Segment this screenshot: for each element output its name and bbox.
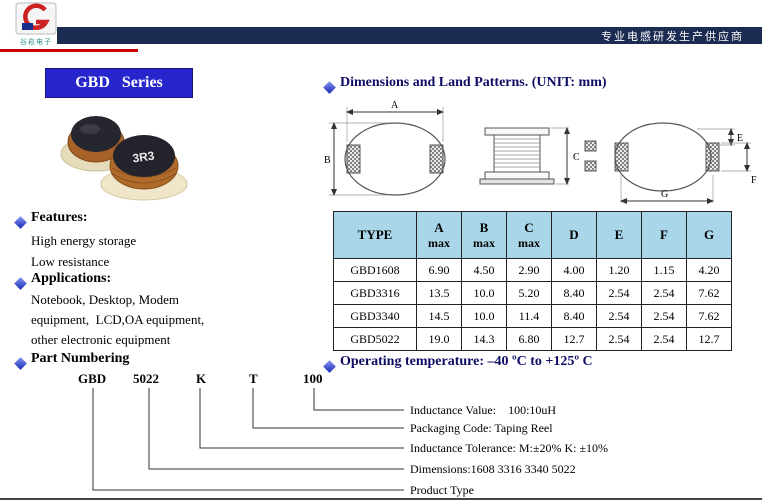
- series-title: GBD Series: [45, 68, 193, 98]
- operating-temperature: Operating temperature: –40 ºC to +125º C: [340, 354, 593, 369]
- header-type: TYPE: [333, 211, 417, 259]
- cell: 5.20: [506, 281, 552, 305]
- label-dimensions: Dimensions:1608 3316 3340 5022: [410, 462, 576, 476]
- table-row: GBD3340 14.5 10.0 11.4 8.40 2.54 2.54 7.…: [333, 304, 732, 328]
- dim-label-f: F: [751, 175, 757, 186]
- dim-label-e: E: [737, 133, 743, 144]
- part-code-tolerance: K: [196, 371, 207, 386]
- cell: 4.50: [461, 258, 507, 282]
- table-row: GBD3316 13.5 10.0 5.20 8.40 2.54 2.54 7.…: [333, 281, 732, 305]
- application-line: Notebook, Desktop, Modem: [31, 292, 180, 307]
- part-numbering-title: Part Numbering: [31, 351, 130, 366]
- applications-bullet-icon: [14, 277, 27, 290]
- cell: 13.5: [416, 281, 462, 305]
- cell: 2.90: [506, 258, 552, 282]
- cell: 4.20: [686, 258, 732, 282]
- cell: 14.5: [416, 304, 462, 328]
- top-bar-tagline: 专业电感研发生产供应商: [601, 30, 744, 43]
- label-packaging-code: Packaging Code: Taping Reel: [410, 421, 553, 435]
- product-photo: 3R3: [50, 102, 192, 207]
- header-d: D: [551, 211, 597, 259]
- cell: 6.90: [416, 258, 462, 282]
- dim-label-c: C: [573, 152, 580, 163]
- inductor-core-top: [113, 135, 175, 177]
- cell: 6.80: [506, 327, 552, 351]
- top-bar: 专业电感研发生产供应商: [57, 27, 762, 44]
- company-logo: [15, 2, 57, 41]
- application-line: equipment, LCD,OA equipment,: [31, 312, 205, 327]
- label-inductance-tolerance: Inductance Tolerance: M:±20% K: ±10%: [410, 441, 609, 455]
- part-code-dimension: 5022: [133, 371, 159, 386]
- table-row: GBD5022 19.0 14.3 6.80 12.7 2.54 2.54 12…: [333, 327, 732, 351]
- features-bullet-icon: [14, 216, 27, 229]
- logo-caption: 谷崧电子: [20, 38, 52, 46]
- cell: 2.54: [596, 327, 642, 351]
- technical-drawings: A B C E F: [324, 100, 757, 204]
- land-pattern-drawing: E F G: [584, 122, 757, 204]
- part-numbering-bullet-icon: [14, 357, 27, 370]
- part-code-product: GBD: [78, 371, 107, 386]
- top-view-drawing: A B: [324, 100, 446, 196]
- operating-temp-bullet-icon: [323, 360, 336, 373]
- cell: 2.54: [596, 304, 642, 328]
- red-accent-line: [0, 49, 138, 52]
- cell: 2.54: [641, 281, 687, 305]
- cell: 1.15: [641, 258, 687, 282]
- feature-item: Low resistance: [31, 254, 110, 269]
- header-g: G: [686, 211, 732, 259]
- cell-type: GBD1608: [333, 258, 417, 282]
- cell: 12.7: [551, 327, 597, 351]
- cell-type: GBD3316: [333, 281, 417, 305]
- header-f: F: [641, 211, 687, 259]
- application-line: other electronic equipment: [31, 332, 171, 347]
- cell: 10.0: [461, 304, 507, 328]
- dimensions-bullet-icon: [323, 81, 336, 94]
- cell: 7.62: [686, 281, 732, 305]
- cell-type: GBD3340: [333, 304, 417, 328]
- logo-g-icon: [23, 3, 50, 30]
- part-code-inductance: 100: [303, 371, 323, 386]
- dim-label-a: A: [391, 100, 399, 111]
- dim-label-b: B: [324, 155, 331, 166]
- cell: 2.54: [596, 281, 642, 305]
- label-product-type: Product Type: [410, 483, 474, 497]
- cell: 2.54: [641, 304, 687, 328]
- cell: 14.3: [461, 327, 507, 351]
- footer-divider: [0, 498, 762, 500]
- dimensions-heading: Dimensions and Land Patterns. (UNIT: mm): [340, 75, 607, 90]
- cell: 11.4: [506, 304, 552, 328]
- part-code-packaging: T: [249, 371, 258, 386]
- cell: 4.00: [551, 258, 597, 282]
- feature-item: High energy storage: [31, 233, 137, 248]
- logo-block-icon: [22, 23, 33, 30]
- cell: 1.20: [596, 258, 642, 282]
- dim-label-g: G: [661, 189, 668, 200]
- header-e: E: [596, 211, 642, 259]
- cell: 8.40: [551, 304, 597, 328]
- cell-type: GBD5022: [333, 327, 417, 351]
- cell: 8.40: [551, 281, 597, 305]
- cell: 10.0: [461, 281, 507, 305]
- cell: 19.0: [416, 327, 462, 351]
- cell: 2.54: [641, 327, 687, 351]
- part-numbering-connectors: [92, 388, 404, 491]
- label-inductance-value: Inductance Value: 100:10uH: [410, 403, 557, 417]
- cell: 7.62: [686, 304, 732, 328]
- applications-title: Applications:: [31, 271, 112, 286]
- inductor-core-top: [71, 116, 121, 152]
- cell: 12.7: [686, 327, 732, 351]
- features-title: Features:: [31, 210, 88, 225]
- inductor-marking: 3R3: [132, 149, 156, 166]
- table-row: GBD1608 6.90 4.50 2.90 4.00 1.20 1.15 4.…: [333, 258, 732, 282]
- side-view-drawing: C: [479, 127, 580, 185]
